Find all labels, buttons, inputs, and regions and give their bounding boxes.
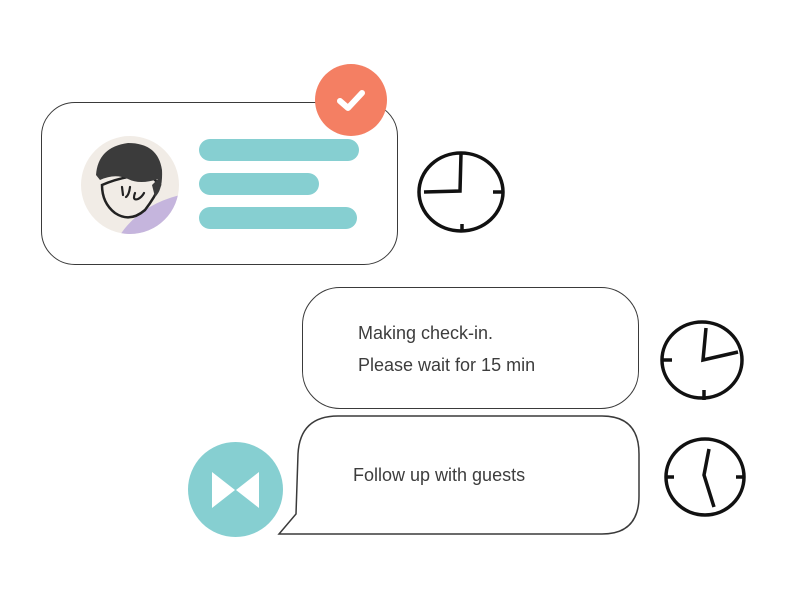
- message-line: Follow up with guests: [353, 465, 526, 485]
- placeholder-line-1: [199, 139, 359, 161]
- message-bubble[interactable]: Follow up with guests: [276, 414, 642, 538]
- message-line: Please wait for 15 min: [358, 355, 536, 375]
- clock-icon: [658, 318, 746, 402]
- clock-icon: [415, 148, 507, 236]
- bowtie-icon: [212, 472, 259, 508]
- message-line: Making check-in.: [358, 323, 494, 343]
- placeholder-line-2: [199, 173, 319, 195]
- checkmark-icon: [337, 90, 365, 111]
- clock-icon: [662, 435, 748, 519]
- message-bubble[interactable]: Making check-in. Please wait for 15 min: [302, 287, 639, 409]
- status-badge: [315, 64, 387, 136]
- person-avatar: [80, 135, 180, 235]
- placeholder-line-3: [199, 207, 357, 229]
- bowtie-avatar: [188, 442, 283, 537]
